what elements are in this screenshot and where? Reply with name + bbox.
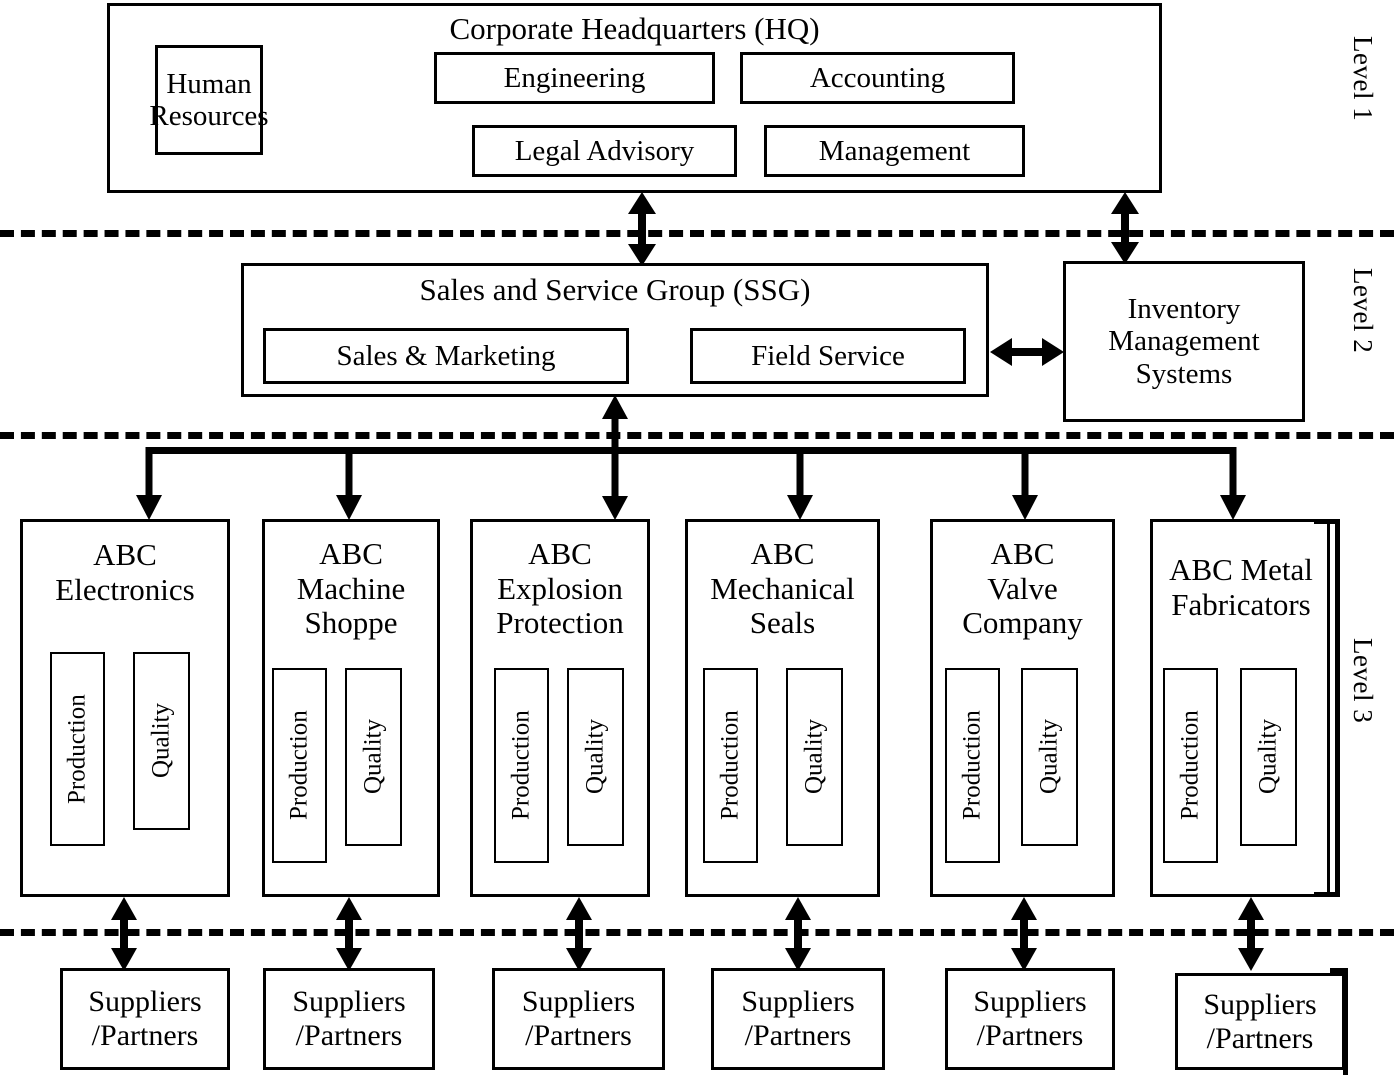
branch-arrow-6 xyxy=(1220,447,1246,520)
suppliers-bracket-top xyxy=(1330,968,1348,973)
connector-supplier-6 xyxy=(1238,897,1264,971)
department-label-management: Management xyxy=(818,134,971,167)
connector-hq-ssg xyxy=(628,192,656,266)
department-label-field-service: Field Service xyxy=(751,339,905,372)
branch-arrow-1 xyxy=(136,447,162,520)
suppliers-partners-box-2 xyxy=(263,968,435,1070)
branch-arrow-5 xyxy=(1012,447,1038,520)
subunit-label-production-3: Production xyxy=(507,710,535,821)
level-label-1: Level 1 xyxy=(1348,36,1378,122)
connector-supplier-2 xyxy=(336,897,362,971)
connector-hq-inventory xyxy=(1111,192,1139,264)
connector-ssg-inventory xyxy=(990,338,1064,366)
department-label-engineering: Engineering xyxy=(503,61,646,94)
suppliers-partners-label-2: Suppliers /Partners xyxy=(292,985,406,1052)
suppliers-partners-box-1 xyxy=(60,968,230,1070)
subunit-label-quality-3: Quality xyxy=(581,719,609,795)
department-box-accounting xyxy=(740,52,1015,104)
subsidiary-label-abc-explosion-protection: ABC Explosion Protection xyxy=(496,535,624,641)
connector-supplier-4 xyxy=(785,897,811,971)
level-divider-2 xyxy=(0,432,1394,439)
branch-arrow-2 xyxy=(336,447,362,520)
subsidiary-label-abc-electronics: ABC Electronics xyxy=(55,537,195,607)
department-box-legal-advisory xyxy=(472,125,737,177)
subunit-label-quality-4: Quality xyxy=(800,719,828,795)
suppliers-bracket-side xyxy=(1343,968,1348,1075)
suppliers-partners-box-4 xyxy=(711,968,885,1070)
suppliers-partners-box-6 xyxy=(1175,973,1345,1070)
subunit-label-quality-6: Quality xyxy=(1254,719,1282,795)
inventory-management-systems-box xyxy=(1063,261,1305,422)
subunit-label-production-2: Production xyxy=(285,710,313,821)
suppliers-partners-label-4: Suppliers /Partners xyxy=(741,985,855,1052)
department-box-human-resources xyxy=(155,45,263,155)
subunit-box-quality-2 xyxy=(345,668,402,846)
department-box-management xyxy=(764,125,1025,177)
inventory-management-systems-label: Inventory Management Systems xyxy=(1108,292,1260,390)
level-divider-1 xyxy=(0,230,1394,237)
department-label-human-resources: Human Resources xyxy=(149,67,269,132)
level-label-3: Level 3 xyxy=(1348,638,1378,724)
subunit-label-quality-5: Quality xyxy=(1035,719,1063,795)
subunit-box-production-5 xyxy=(945,668,1000,863)
sales-service-group-title: Sales and Service Group (SSG) xyxy=(419,271,811,307)
subunit-box-quality-5 xyxy=(1021,668,1078,846)
department-label-accounting: Accounting xyxy=(809,61,946,94)
subunit-box-production-3 xyxy=(494,668,549,863)
suppliers-partners-label-6: Suppliers /Partners xyxy=(1203,987,1317,1055)
tree-bus-horizontal xyxy=(148,447,1233,454)
department-box-sales-marketing xyxy=(263,328,629,384)
subunit-label-production-4: Production xyxy=(716,710,744,821)
subunit-box-production-6 xyxy=(1163,668,1218,863)
connector-supplier-3 xyxy=(566,897,592,971)
subunit-box-quality-4 xyxy=(786,668,843,846)
corporate-headquarters-title: Corporate Headquarters (HQ) xyxy=(449,10,820,46)
subsidiary-label-abc-metal-fabricators: ABC Metal Fabricators xyxy=(1169,552,1313,622)
suppliers-partners-box-3 xyxy=(492,968,665,1070)
subunit-box-quality-6 xyxy=(1240,668,1297,846)
level-3-bracket-bottom xyxy=(1314,892,1340,897)
subunit-label-quality-1: Quality xyxy=(147,703,175,779)
branch-arrow-4 xyxy=(787,447,813,520)
subunit-label-quality-2: Quality xyxy=(359,719,387,795)
subunit-box-production-1 xyxy=(50,652,105,846)
connector-supplier-1 xyxy=(111,897,137,971)
subunit-label-production-1: Production xyxy=(63,694,91,804)
suppliers-partners-label-5: Suppliers /Partners xyxy=(973,985,1087,1052)
subunit-box-production-2 xyxy=(272,668,327,863)
subunit-label-production-5: Production xyxy=(958,710,986,821)
connector-ssg-subsidiaries xyxy=(602,395,628,520)
level-3-bracket-side xyxy=(1335,519,1340,897)
subsidiary-label-abc-machine-shoppe: ABC Machine Shoppe xyxy=(296,535,406,641)
department-box-field-service xyxy=(690,328,966,384)
department-label-sales-marketing: Sales & Marketing xyxy=(336,339,556,372)
department-box-engineering xyxy=(434,52,715,104)
subunit-box-quality-1 xyxy=(133,652,190,830)
subsidiary-label-abc-mechanical-seals: ABC Mechanical Seals xyxy=(710,535,855,641)
suppliers-partners-box-5 xyxy=(945,968,1115,1070)
department-label-legal-advisory: Legal Advisory xyxy=(514,134,695,167)
subunit-box-quality-3 xyxy=(567,668,624,846)
suppliers-partners-label-3: Suppliers /Partners xyxy=(521,985,636,1052)
connector-supplier-5 xyxy=(1011,897,1037,971)
level-3-bracket-top xyxy=(1314,519,1340,524)
level-label-2: Level 2 xyxy=(1348,268,1378,354)
subunit-box-production-4 xyxy=(703,668,758,863)
subunit-label-production-6: Production xyxy=(1176,710,1204,821)
suppliers-partners-label-1: Suppliers /Partners xyxy=(88,985,202,1052)
level-divider-3 xyxy=(0,929,1394,936)
subsidiary-label-abc-valve-company: ABC Valve Company xyxy=(962,535,1083,641)
